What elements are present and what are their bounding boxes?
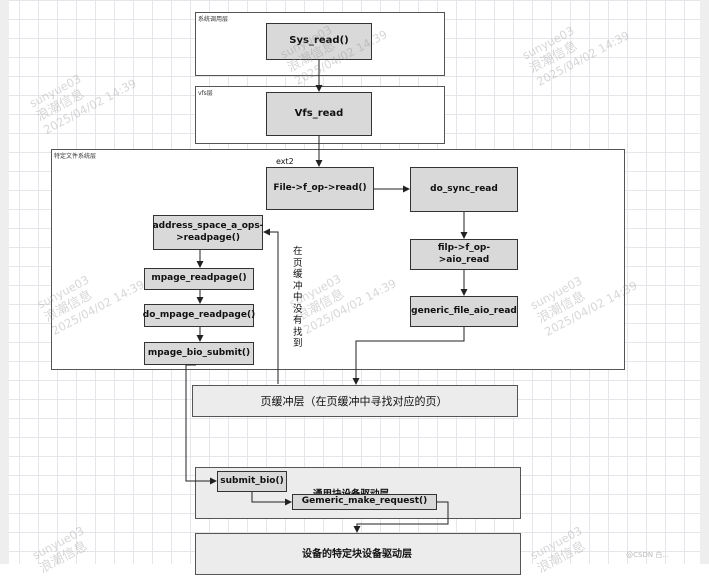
layer-filesystem-label: 特定文件系统层 — [54, 153, 97, 160]
node-generic-file-aio-read: generic_file_aio_read — [410, 296, 518, 327]
layer-vfs-label: vfs层 — [198, 90, 213, 97]
node-address-space-readpage: address_space_a_ops->readpage() — [153, 215, 263, 250]
node-generic-make-request: Gemeric_make_request() — [292, 494, 437, 510]
node-do-mpage-readpage: do_mpage_readpage() — [143, 304, 255, 327]
arrow-submitbio-makerequest — [251, 492, 292, 506]
arrow-generic-pagecache — [352, 327, 465, 385]
arrow-makerequest-device — [353, 501, 449, 533]
ext2-label: ext2 — [276, 157, 294, 166]
arrow-biosubmit-submitbio — [185, 364, 217, 485]
node-sys-read: Sys_read() — [266, 23, 372, 60]
node-vfs-read: Vfs_read — [266, 92, 372, 136]
page-edge-left — [0, 0, 9, 564]
flow-arrows — [185, 60, 468, 533]
annotation-page-not-found: 在页缓冲中没有找到 — [293, 246, 303, 349]
node-mpage-bio-submit: mpage_bio_submit() — [144, 342, 254, 365]
csdn-watermark: @CSDN 白... — [626, 551, 669, 559]
device-block-title: 设备的特定块设备驱动层 — [302, 549, 412, 560]
layer-syscall-label: 系统调用层 — [198, 16, 229, 23]
layer-syscall: 系统调用层 — [195, 12, 445, 76]
node-submit-bio: submit_bio() — [217, 471, 287, 492]
page-edge-right — [700, 0, 709, 564]
node-file-op-read: File->f_op->read() — [266, 167, 374, 210]
arrow-pagecache-readpage — [263, 228, 279, 384]
node-filp-aio-read: filp->f_op->aio_read — [410, 239, 518, 270]
node-mpage-readpage: mpage_readpage() — [144, 268, 254, 290]
page-cache-title: 页缓冲层（在页缓冲中寻找对应的页） — [260, 395, 448, 408]
node-do-sync-read: do_sync_read — [410, 167, 518, 212]
layer-page-cache — [192, 385, 518, 417]
